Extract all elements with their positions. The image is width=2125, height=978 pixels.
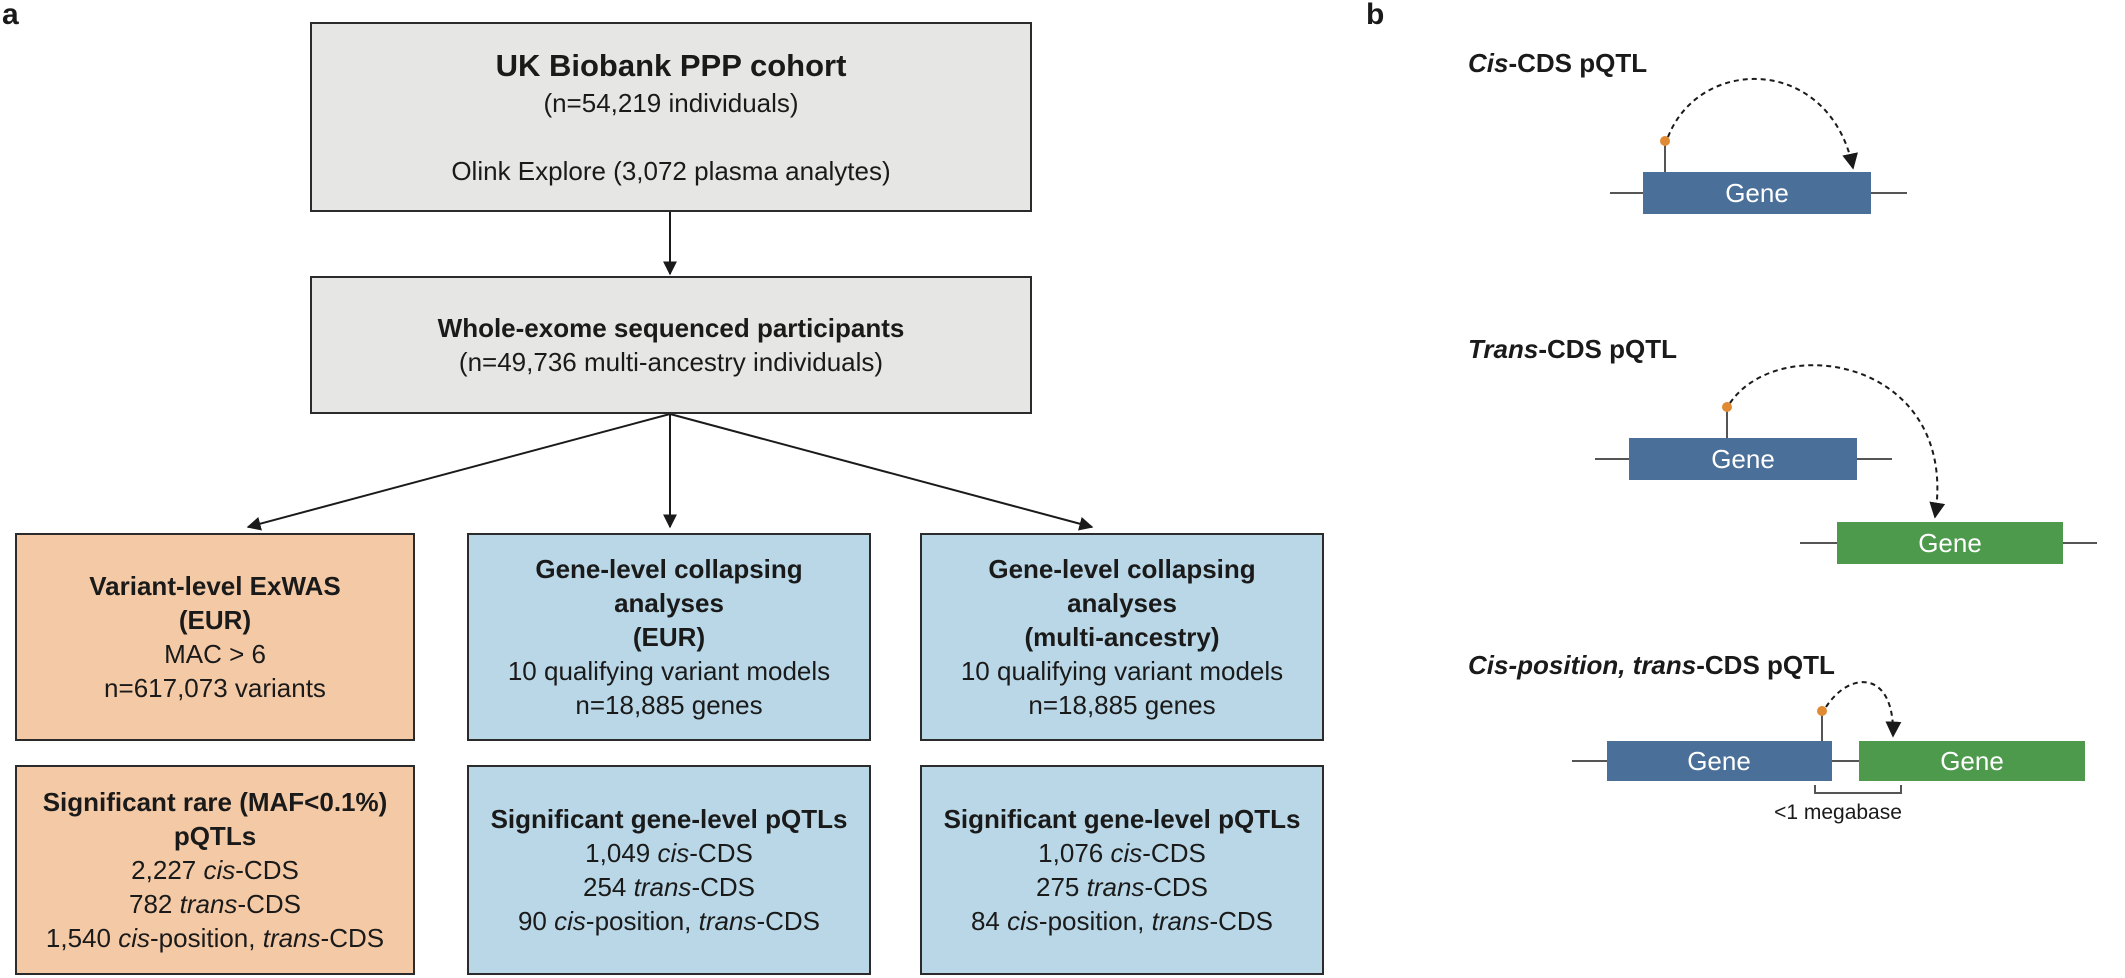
- gene-label: Gene: [1725, 178, 1789, 208]
- result-collapse-eur-cis-cds: 1,049 cis-CDS: [585, 838, 753, 868]
- cohort-box: UK Biobank PPP cohort (n=54,219 individu…: [310, 22, 1032, 212]
- exwas-detail: n=617,073 variants: [104, 673, 326, 703]
- gene-block: [1629, 438, 1857, 480]
- result-collapse-eur-title: Significant gene-level pQTLs: [490, 804, 848, 834]
- collapse-multi-box: Gene-level collapsing analyses (multi-an…: [920, 533, 1324, 741]
- variant-dot: [1660, 136, 1670, 146]
- result-collapse-multi-trans-cds: 275 trans-CDS: [1036, 872, 1208, 902]
- distance-bracket: [1814, 785, 1902, 794]
- trans-cds-title: Trans-CDS pQTL: [1468, 334, 1677, 364]
- result-exwas-trans-cds: 782 trans-CDS: [129, 889, 301, 919]
- result-collapse-eur-box: Significant gene-level pQTLs 1,049 cis-C…: [467, 765, 871, 975]
- exwas-detail: MAC > 6: [164, 639, 266, 669]
- cohort-platform: Olink Explore (3,072 plasma analytes): [451, 156, 891, 186]
- target-gene-block: [1837, 522, 2063, 564]
- collapse-eur-detail: n=18,885 genes: [575, 690, 763, 720]
- result-collapse-multi-cis-cds: 1,076 cis-CDS: [1038, 838, 1206, 868]
- effect-arrow: [1825, 681, 1902, 738]
- target-gene-block: [1859, 741, 2085, 781]
- cohort-title: UK Biobank PPP cohort: [495, 48, 847, 83]
- collapse-eur-box: Gene-level collapsing analyses (EUR) 10 …: [467, 533, 871, 741]
- panel-a-label: a: [2, 0, 19, 31]
- collapse-eur-detail: 10 qualifying variant models: [507, 656, 831, 686]
- cohort-count: (n=54,219 individuals): [543, 88, 799, 118]
- exwas-box: Variant-level ExWAS (EUR) MAC > 6 n=617,…: [15, 533, 415, 741]
- gene-label: Gene: [1687, 746, 1751, 776]
- arrow-wes-to-exwas: [246, 413, 671, 531]
- effect-arrow: [1729, 364, 1946, 519]
- wes-box: Whole-exome sequenced participants (n=49…: [310, 276, 1032, 414]
- result-collapse-eur-cispos-trans-cds: 90 cis-position, trans-CDS: [517, 906, 821, 936]
- cis-cds-diagram: Gene: [1610, 77, 1907, 214]
- exwas-title-line: Variant-level ExWAS: [89, 571, 341, 601]
- result-collapse-multi-cispos-trans-cds: 84 cis-position, trans-CDS: [970, 906, 1274, 936]
- collapse-multi-title-line: (multi-ancestry): [1024, 622, 1220, 652]
- collapse-multi-title-line: Gene-level collapsing: [988, 554, 1256, 584]
- panel-b-label: b: [1366, 0, 1385, 31]
- result-collapse-multi-box: Significant gene-level pQTLs 1,076 cis-C…: [920, 765, 1324, 975]
- variant-dot: [1722, 402, 1732, 412]
- result-collapse-eur-trans-cds: 254 trans-CDS: [583, 872, 755, 902]
- gene-label: Gene: [1711, 444, 1775, 474]
- result-exwas-title-line: pQTLs: [173, 821, 257, 851]
- collapse-multi-detail: n=18,885 genes: [1028, 690, 1216, 720]
- effect-arrow: [1667, 77, 1858, 170]
- collapse-eur-title-line: analyses: [614, 588, 724, 618]
- gene-label: Gene: [1918, 528, 1982, 558]
- result-exwas-cis-cds: 2,227 cis-CDS: [131, 855, 299, 885]
- collapse-eur-title-line: (EUR): [632, 622, 706, 652]
- result-exwas-cispos-trans-cds: 1,540 cis-position, trans-CDS: [45, 923, 385, 953]
- result-exwas-box: Significant rare (MAF<0.1%) pQTLs 2,227 …: [15, 765, 415, 975]
- collapse-multi-title-line: analyses: [1067, 588, 1177, 618]
- gene-block: [1607, 741, 1832, 781]
- trans-cds-diagram: Gene Gene: [1595, 364, 2097, 564]
- wes-count: (n=49,736 multi-ancestry individuals): [458, 347, 884, 377]
- collapse-eur-title-line: Gene-level collapsing: [535, 554, 803, 584]
- cis-position-trans-cds-title: Cis-position, trans-CDS pQTL: [1468, 650, 1835, 680]
- gene-label: Gene: [1940, 746, 2004, 776]
- cis-position-trans-cds-diagram: Gene Gene <1 megabase: [1572, 681, 2085, 824]
- distance-label: <1 megabase: [1774, 801, 1902, 824]
- variant-dot: [1817, 706, 1827, 716]
- result-collapse-multi-title: Significant gene-level pQTLs: [943, 804, 1301, 834]
- arrow-wes-to-collapse-multi: [669, 413, 1094, 531]
- wes-title: Whole-exome sequenced participants: [437, 313, 905, 343]
- exwas-title-line: (EUR): [178, 605, 252, 635]
- cis-cds-title: Cis-CDS pQTL: [1468, 48, 1648, 78]
- collapse-multi-detail: 10 qualifying variant models: [960, 656, 1284, 686]
- result-exwas-title-line: Significant rare (MAF<0.1%): [42, 787, 388, 817]
- gene-block: [1643, 172, 1871, 214]
